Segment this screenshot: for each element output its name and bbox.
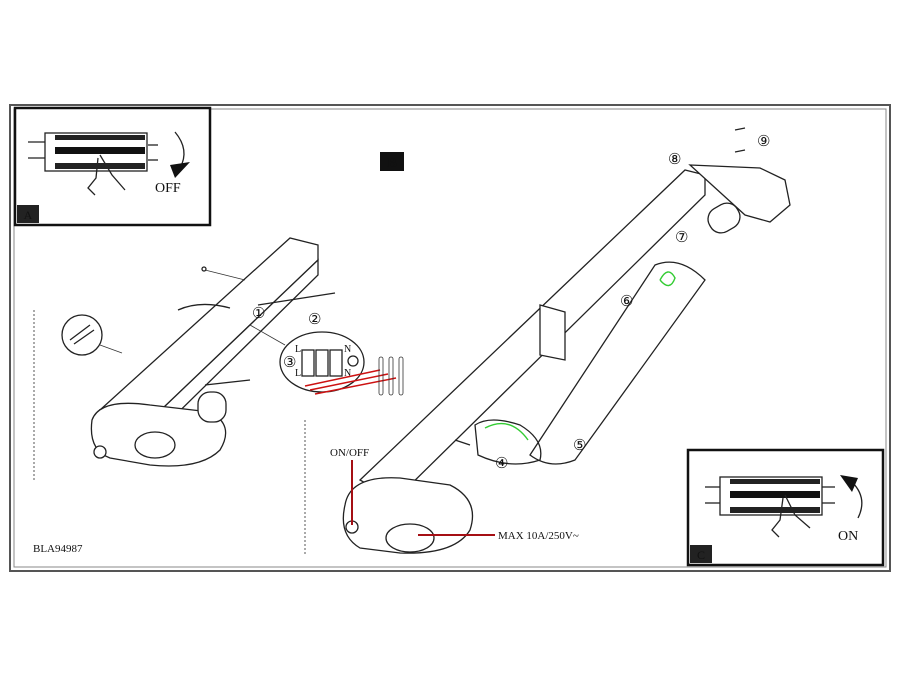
screw-icon [734,149,746,153]
step-3: ③ [283,355,296,371]
switch-icon [93,445,107,459]
step-2: ② [308,312,321,328]
panel-a-badge [17,205,39,223]
panel-a-label: A [24,208,33,222]
off-label: OFF [155,181,181,196]
screw-icon [257,292,336,306]
terminal-n-bottom: N [344,368,351,379]
anchor-detail [61,314,103,356]
step-5: ⑤ [573,438,586,454]
terminal-block-detail: L N L N [249,324,404,396]
left-fixture [61,237,336,467]
socket-icon [385,523,435,553]
screw-icon [204,379,251,386]
step-6: ⑥ [620,294,633,310]
outer-frame [9,104,891,572]
panel-b-label: B [387,156,396,171]
panel-b-badge [380,152,404,171]
hand-icon [771,494,811,538]
inner-frame [13,108,887,568]
ground-icon [347,355,359,367]
step-8: ⑧ [668,152,681,168]
on-off-label: ON/OFF [330,447,369,459]
socket-icon [134,431,176,459]
step-4: ④ [495,456,508,472]
terminal-n-top: N [344,344,351,355]
right-fixture [342,127,791,554]
panel-c-badge [690,545,712,563]
panel-c-label: C [697,548,705,562]
step-7: ⑦ [675,230,688,246]
screw-icon [734,127,746,131]
step-9: ⑨ [757,134,770,150]
document-code: BLA94987 [33,543,83,555]
panel-a-breaker-off: A OFF [13,106,212,227]
on-label: ON [838,529,858,544]
terminal-l-top: L [295,344,301,355]
step-1: ① [252,306,265,322]
max-rating-label: MAX 10A/250V~ [498,530,579,542]
panel-c-breaker-on: C ON [686,448,885,567]
hand-icon [87,154,126,196]
terminal-l-bottom: L [295,368,301,379]
